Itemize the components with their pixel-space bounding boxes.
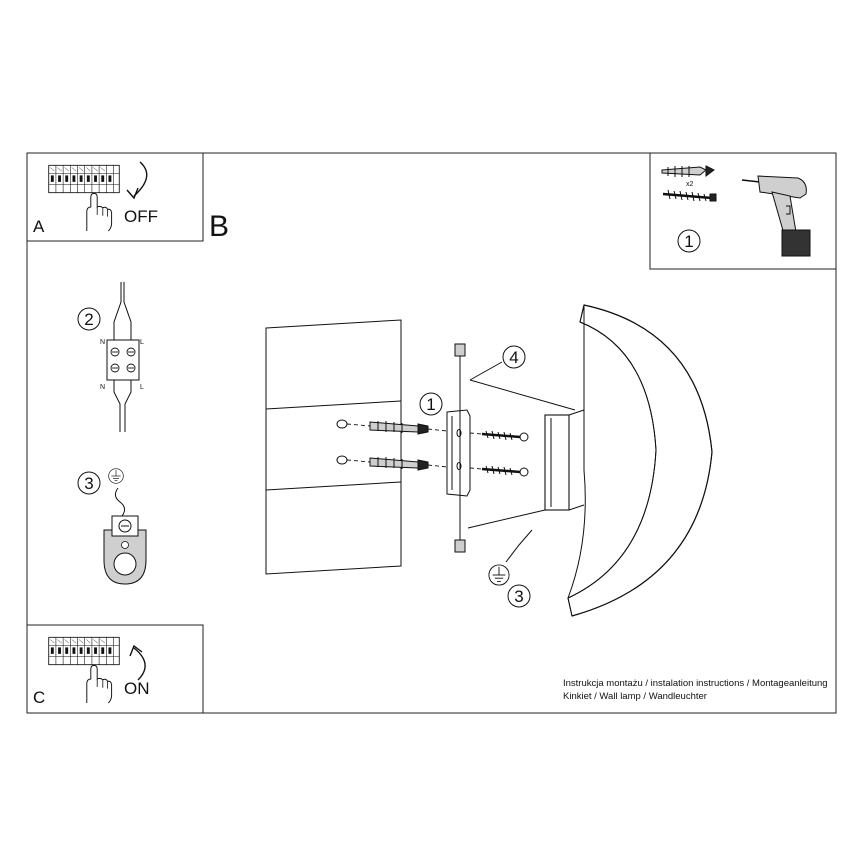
step-marker-circle — [677, 229, 701, 253]
screw-icon — [662, 189, 717, 202]
terminal-l-bottom: L — [140, 384, 144, 391]
sheet-frame — [26, 152, 837, 714]
panel-a-power-off: A OFF — [26, 152, 204, 242]
wiring-step-marker: 2 — [84, 310, 93, 329]
terminal-block — [106, 339, 140, 381]
curved-arrow-down-icon — [133, 161, 148, 197]
step-marker-circle — [507, 584, 531, 608]
dowel-icon — [661, 165, 715, 177]
step-marker-circle — [502, 345, 526, 369]
wall-lamp-body — [544, 304, 713, 617]
step-marker-circle — [77, 307, 101, 331]
wall-dowels — [346, 421, 429, 471]
main-assembly: 1 4 — [265, 304, 713, 617]
mounting-bracket — [427, 343, 471, 553]
panel-b-letter: B — [209, 210, 229, 243]
ground-terminal-step-marker: 3 — [84, 474, 93, 493]
drill-icon — [741, 175, 811, 257]
curved-arrow-up-icon — [133, 647, 146, 681]
step-marker-circle — [419, 392, 443, 416]
bracket-step-marker: 4 — [509, 348, 518, 367]
footer-line-2: Kinkiet / Wall lamp / Wandleuchter — [563, 691, 707, 702]
ground-symbol-icon — [488, 564, 510, 586]
footer-line-1: Instrukcja montażu / instalation instruc… — [563, 678, 828, 689]
drill-kit-step-marker: 1 — [684, 232, 693, 251]
panel-c-action: ON — [124, 679, 150, 698]
ground-symbol-icon — [108, 468, 124, 484]
breaker-box-icon — [48, 636, 120, 666]
panel-c-letter: C — [33, 688, 45, 707]
ground-terminal-detail: 3 — [77, 468, 147, 585]
panel-a-letter: A — [33, 217, 45, 236]
panel-a-action: OFF — [124, 207, 158, 226]
dowel-quantity: x2 — [686, 181, 694, 188]
terminal-l-top: L — [140, 339, 144, 346]
ground-wire-step-marker: 3 — [514, 587, 523, 606]
wall-surface — [265, 319, 402, 575]
breaker-box-icon — [48, 164, 120, 194]
drill-kit-panel: x2 1 — [649, 152, 837, 270]
terminal-n-bottom: N — [100, 384, 105, 391]
fixing-screws — [469, 430, 529, 477]
panel-c-power-on: C ON — [26, 624, 204, 714]
dowels-step-marker: 1 — [426, 395, 435, 414]
step-marker-circle — [77, 471, 101, 495]
terminal-n-top: N — [100, 339, 105, 346]
wiring-detail: 2 N L N L — [77, 282, 144, 432]
